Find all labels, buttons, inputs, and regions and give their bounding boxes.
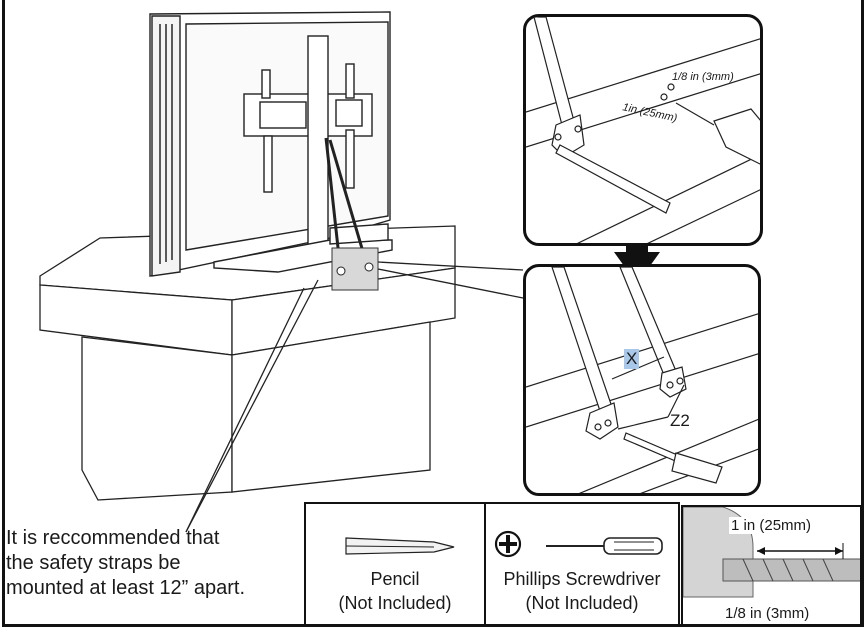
part-x-label: X <box>624 349 640 369</box>
safety-note: It is reccommended that the safety strap… <box>6 526 306 601</box>
tv-back <box>149 11 393 277</box>
note-line-2: the safety straps be <box>6 552 181 574</box>
strap-mount-detail-panel: X Z2 <box>523 264 761 496</box>
part-z2-label: Z2 <box>670 411 690 430</box>
callout-lines <box>185 261 524 533</box>
screwdriver-name: Phillips Screwdriver <box>503 569 661 589</box>
pencil-icon <box>345 537 455 555</box>
phillips-screwdriver-icon <box>494 530 663 558</box>
drill-bit-detail: 1 in (25mm) 1/8 in (3mm) <box>681 505 862 626</box>
top-diameter-label: 1/8 in (3mm) <box>672 71 734 83</box>
pencil-tool-box: Pencil (Not Included) <box>304 502 486 626</box>
drilling-detail-panel: 1/8 in (3mm) 1in (25mm) <box>523 14 763 246</box>
note-line-1: It is reccommended that <box>6 527 220 549</box>
drill-length-label: 1 in (25mm) <box>729 517 814 534</box>
screwdriver-note: (Not Included) <box>525 593 639 613</box>
drill-diameter-label: 1/8 in (3mm) <box>723 605 812 622</box>
screwdriver-tool-box: Phillips Screwdriver (Not Included) <box>484 502 680 626</box>
pencil-note: (Not Included) <box>338 593 452 613</box>
pencil-name: Pencil <box>370 569 420 589</box>
drilling-detail-drawing <box>526 17 760 243</box>
strap-mount-drawing <box>526 267 758 493</box>
note-line-3: mounted at least 12” apart. <box>6 577 246 599</box>
